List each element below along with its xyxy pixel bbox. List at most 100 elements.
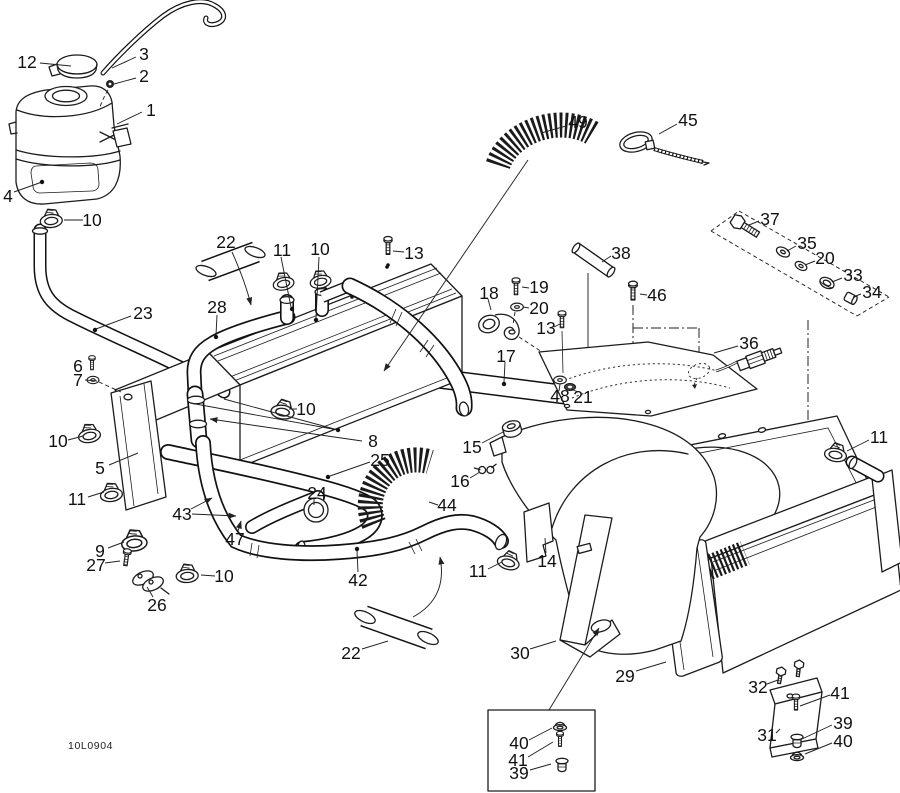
callout-label-11: 11 bbox=[870, 427, 888, 447]
screw-19 bbox=[511, 277, 521, 296]
callout-label-13: 13 bbox=[536, 318, 555, 338]
callout-label-47: 47 bbox=[225, 529, 244, 549]
cap-nut-40 bbox=[552, 721, 568, 732]
callout-label-11: 11 bbox=[68, 489, 86, 509]
bolt-37 bbox=[729, 214, 761, 238]
callout-label-41: 41 bbox=[830, 683, 849, 703]
callout-label-42: 42 bbox=[348, 570, 367, 590]
callout-label-23: 23 bbox=[133, 303, 152, 323]
callout-label-25: 25 bbox=[370, 450, 389, 470]
hose-clamp-10 bbox=[75, 421, 103, 445]
callout-label-40: 40 bbox=[833, 731, 853, 751]
callout-label-3: 3 bbox=[139, 44, 149, 64]
callout-label-37: 37 bbox=[760, 209, 779, 229]
hose-clamp-11 bbox=[495, 547, 523, 573]
callout-label-10: 10 bbox=[48, 431, 68, 451]
callout-label-38: 38 bbox=[611, 243, 630, 263]
callout-label-29: 29 bbox=[615, 666, 634, 686]
screw-13 bbox=[383, 235, 393, 255]
hose-clamp-10 bbox=[307, 267, 333, 291]
callout-label-30: 30 bbox=[510, 643, 530, 663]
callout-label-35: 35 bbox=[797, 233, 816, 253]
callout-label-11: 11 bbox=[469, 561, 487, 581]
callout-label-8: 8 bbox=[368, 431, 378, 451]
bracket-31-assembly bbox=[769, 658, 823, 762]
clip-16 bbox=[473, 463, 497, 475]
callout-label-14: 14 bbox=[537, 551, 557, 571]
callout-label-18: 18 bbox=[479, 283, 498, 303]
callout-label-21: 21 bbox=[573, 387, 592, 407]
thermostat-pipe bbox=[186, 385, 208, 449]
callout-label-20: 20 bbox=[815, 248, 835, 268]
cap-34 bbox=[843, 291, 858, 306]
hose-28 bbox=[186, 309, 296, 402]
washer-35 bbox=[774, 244, 792, 260]
sleeve-22-bottom bbox=[354, 605, 439, 650]
callout-label-13: 13 bbox=[404, 243, 423, 263]
callout-label-32: 32 bbox=[748, 677, 767, 697]
callout-label-10: 10 bbox=[296, 399, 316, 419]
callout-label-49: 49 bbox=[568, 112, 587, 132]
callout-label-1: 1 bbox=[146, 100, 156, 120]
callout-label-24: 24 bbox=[307, 483, 327, 503]
callout-label-10: 10 bbox=[82, 210, 102, 230]
well-nut-39 bbox=[790, 733, 804, 749]
callout-label-10: 10 bbox=[214, 566, 234, 586]
callout-label-22: 22 bbox=[341, 643, 360, 663]
belt-guard-30 bbox=[489, 416, 718, 658]
callout-label-7: 7 bbox=[73, 370, 83, 390]
well-nut-39 bbox=[555, 757, 569, 773]
screw-13 bbox=[557, 310, 567, 329]
bracket-hole bbox=[123, 393, 133, 401]
washer-20 bbox=[793, 259, 809, 273]
hose-42 bbox=[195, 435, 509, 562]
bolt-27 bbox=[120, 547, 133, 567]
washer-20 bbox=[510, 302, 524, 312]
hose-8 bbox=[341, 277, 473, 417]
callout-label-27: 27 bbox=[86, 555, 105, 575]
callout-label-12: 12 bbox=[17, 52, 36, 72]
hose-clamp-10 bbox=[174, 562, 200, 584]
callout-label-46: 46 bbox=[647, 285, 666, 305]
callout-label-16: 16 bbox=[450, 471, 469, 491]
hose-clamp-11 bbox=[270, 269, 296, 293]
fastener-row bbox=[710, 210, 890, 475]
bolt-32 bbox=[792, 658, 805, 678]
callout-label-5: 5 bbox=[95, 458, 105, 478]
tube-38 bbox=[571, 242, 616, 380]
callout-label-2: 2 bbox=[139, 66, 149, 86]
callout-label-39: 39 bbox=[509, 763, 528, 783]
callout-label-4: 4 bbox=[3, 186, 13, 206]
callout-label-20: 20 bbox=[529, 298, 549, 318]
callout-label-39: 39 bbox=[833, 713, 852, 733]
diagram-code: 10L0904 bbox=[68, 740, 113, 752]
callout-label-17: 17 bbox=[496, 346, 515, 366]
temperature-sensor-36 bbox=[715, 347, 783, 373]
leader-lines bbox=[13, 56, 870, 771]
callout-label-11: 11 bbox=[273, 240, 291, 260]
radiator-inlet bbox=[845, 455, 885, 483]
sleeve-22-top bbox=[195, 241, 266, 282]
inset-detail-box bbox=[487, 709, 596, 792]
guard-bracket-14 bbox=[523, 502, 554, 563]
guard-top-plate bbox=[538, 341, 758, 417]
nut-15 bbox=[501, 420, 523, 438]
callout-label-10: 10 bbox=[310, 239, 330, 259]
cable-tie-45 bbox=[619, 131, 710, 166]
callout-label-31: 31 bbox=[757, 725, 776, 745]
bolt-32 bbox=[773, 665, 787, 685]
t-fitting-24 bbox=[303, 497, 329, 523]
callout-label-34: 34 bbox=[862, 282, 882, 302]
hose-clamp-10 bbox=[38, 207, 64, 230]
callout-label-26: 26 bbox=[147, 595, 166, 615]
callout-label-6: 6 bbox=[73, 356, 83, 376]
screw-6 bbox=[88, 355, 96, 371]
callout-label-19: 19 bbox=[529, 277, 548, 297]
washer-48 bbox=[553, 375, 567, 385]
callout-label-43: 43 bbox=[172, 504, 191, 524]
callout-label-9: 9 bbox=[95, 541, 105, 561]
p-clamp-18 bbox=[478, 313, 520, 341]
